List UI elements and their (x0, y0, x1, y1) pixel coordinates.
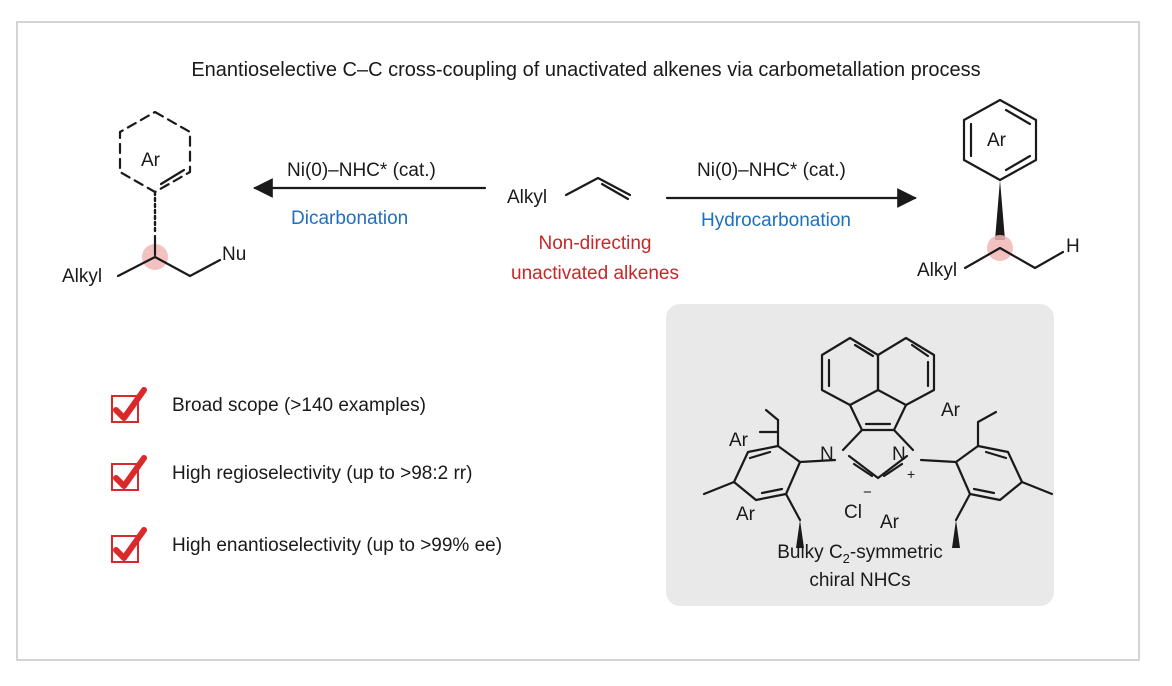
left-product-ar: Ar (141, 150, 160, 171)
figure-title: Enantioselective C–C cross-coupling of u… (191, 59, 981, 81)
left-product-alkyl: Alkyl (62, 266, 103, 287)
nhc-panel: Ar Ar Ar Ar N N + Cl − Bulky C2-symmetri… (666, 304, 1054, 606)
nhc-ar-left-bottom: Ar (736, 504, 755, 525)
nhc-structure (702, 336, 1054, 548)
left-product-chain (116, 255, 222, 278)
right-product-ar: Ar (987, 130, 1006, 151)
feature-text: Broad scope (>140 examples) (172, 395, 427, 416)
substrate-alkyl-label: Alkyl (507, 187, 548, 208)
right-reagent: Ni(0)–NHC* (cat.) (697, 160, 846, 181)
feature-text: High regioselectivity (up to >98:2 rr) (172, 463, 473, 484)
feature-text: High enantioselectivity (up to >99% ee) (172, 535, 503, 556)
left-reaction-type: Dicarbonation (291, 208, 409, 229)
right-product-h: H (1066, 236, 1080, 257)
nhc-n-left: N (820, 444, 834, 465)
substrate-caption-line2: unactivated alkenes (511, 263, 679, 284)
right-product-alkyl: Alkyl (917, 260, 958, 281)
nhc-counterion: Cl (844, 502, 862, 523)
nhc-plus-charge: + (907, 466, 916, 482)
left-product-nu: Nu (222, 244, 247, 265)
nhc-ar-right-top: Ar (941, 400, 960, 421)
left-reagent: Ni(0)–NHC* (cat.) (287, 160, 436, 181)
check-icon (111, 387, 147, 423)
figure-frame (16, 21, 1140, 661)
check-icon (111, 527, 147, 563)
nhc-caption-line1: Bulky C2-symmetric (777, 542, 943, 566)
nhc-n-right: N (892, 444, 906, 465)
nhc-caption-line2: chiral NHCs (809, 570, 911, 591)
check-icons (111, 387, 147, 563)
right-wedge-bond (995, 180, 1005, 240)
substrate-caption-line1: Non-directing (538, 233, 652, 254)
nhc-minus-charge: − (863, 484, 872, 501)
right-product-chain (963, 246, 1065, 270)
check-icon (111, 455, 147, 491)
nhc-ar-right-bottom: Ar (880, 512, 899, 533)
right-reaction-type: Hydrocarbonation (701, 210, 851, 231)
substrate-alkene (564, 176, 632, 201)
nhc-ar-left-top: Ar (729, 430, 748, 451)
